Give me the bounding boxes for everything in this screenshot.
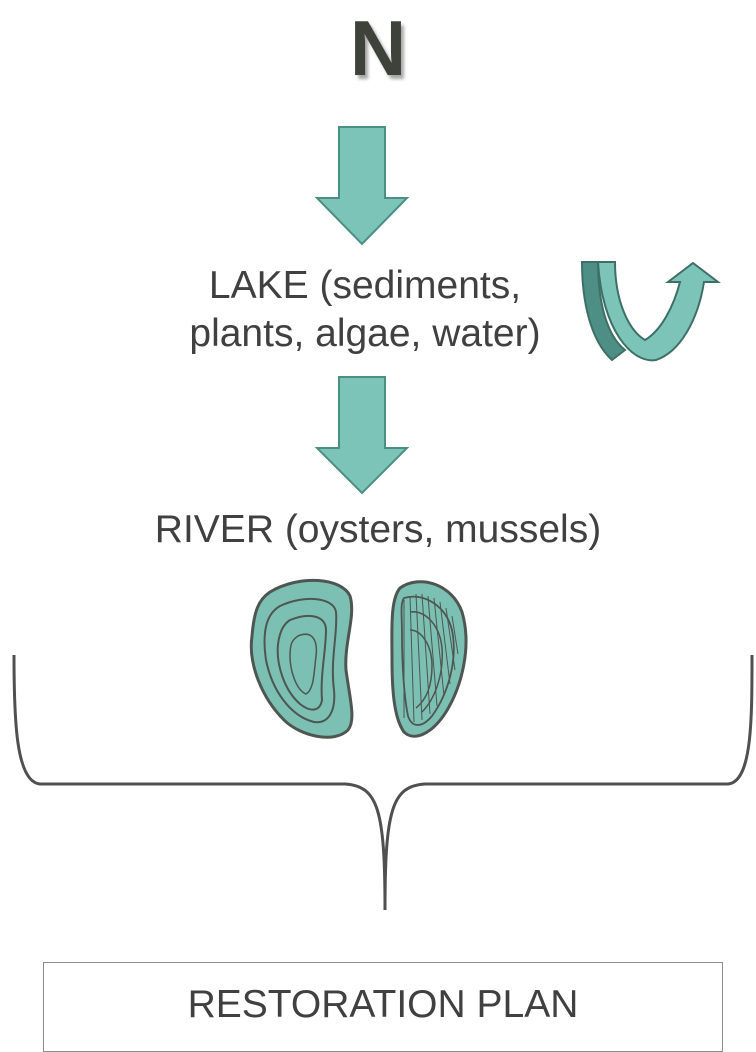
- restoration-plan-box: RESTORATION PLAN: [43, 962, 723, 1052]
- restoration-plan-label: RESTORATION PLAN: [44, 963, 722, 1029]
- down-arrow-icon: [317, 377, 407, 493]
- lake-label-line2: plants, algae, water): [100, 310, 630, 358]
- lake-label: LAKE (sediments, plants, algae, water): [100, 262, 630, 358]
- mussel-shell-icon: [392, 582, 466, 737]
- oyster-shell-icon: [251, 580, 352, 737]
- lake-label-line1: LAKE (sediments,: [100, 262, 630, 310]
- curly-brace: [14, 655, 752, 910]
- down-arrow-icon: [317, 127, 407, 244]
- river-label: RIVER (oysters, mussels): [0, 506, 756, 554]
